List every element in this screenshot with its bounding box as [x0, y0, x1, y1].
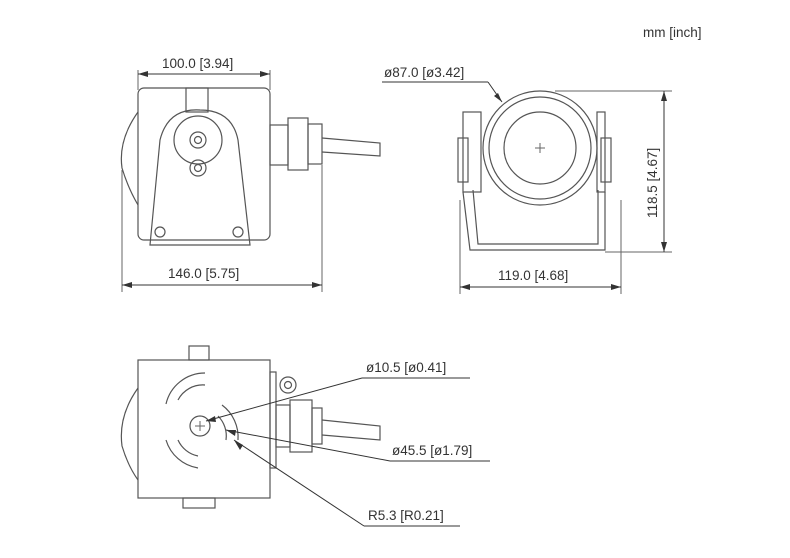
front-view: 118.5 [4.67] 119.0 [4.68] ø87.0 [ø3.42] [382, 65, 672, 294]
bottom-slot-radius-label: R5.3 [R0.21] [368, 508, 444, 523]
side-body-length-label: 100.0 [3.94] [162, 56, 233, 71]
side-view: 100.0 [3.94] 146.0 [5.75] [120, 56, 381, 292]
front-height-label: 118.5 [4.67] [645, 148, 660, 218]
front-width-label: 119.0 [4.68] [498, 268, 568, 283]
units-label: mm [inch] [643, 25, 702, 40]
side-total-length-label: 146.0 [5.75] [168, 266, 239, 281]
front-lens-diameter-label: ø87.0 [ø3.42] [384, 65, 464, 80]
bottom-bolt-circle-label: ø45.5 [ø1.79] [392, 443, 472, 458]
bottom-hole-diameter-label: ø10.5 [ø0.41] [366, 360, 446, 375]
bottom-view: ø10.5 [ø0.41] ø45.5 [ø1.79] R5.3 [R0.21] [120, 345, 490, 527]
